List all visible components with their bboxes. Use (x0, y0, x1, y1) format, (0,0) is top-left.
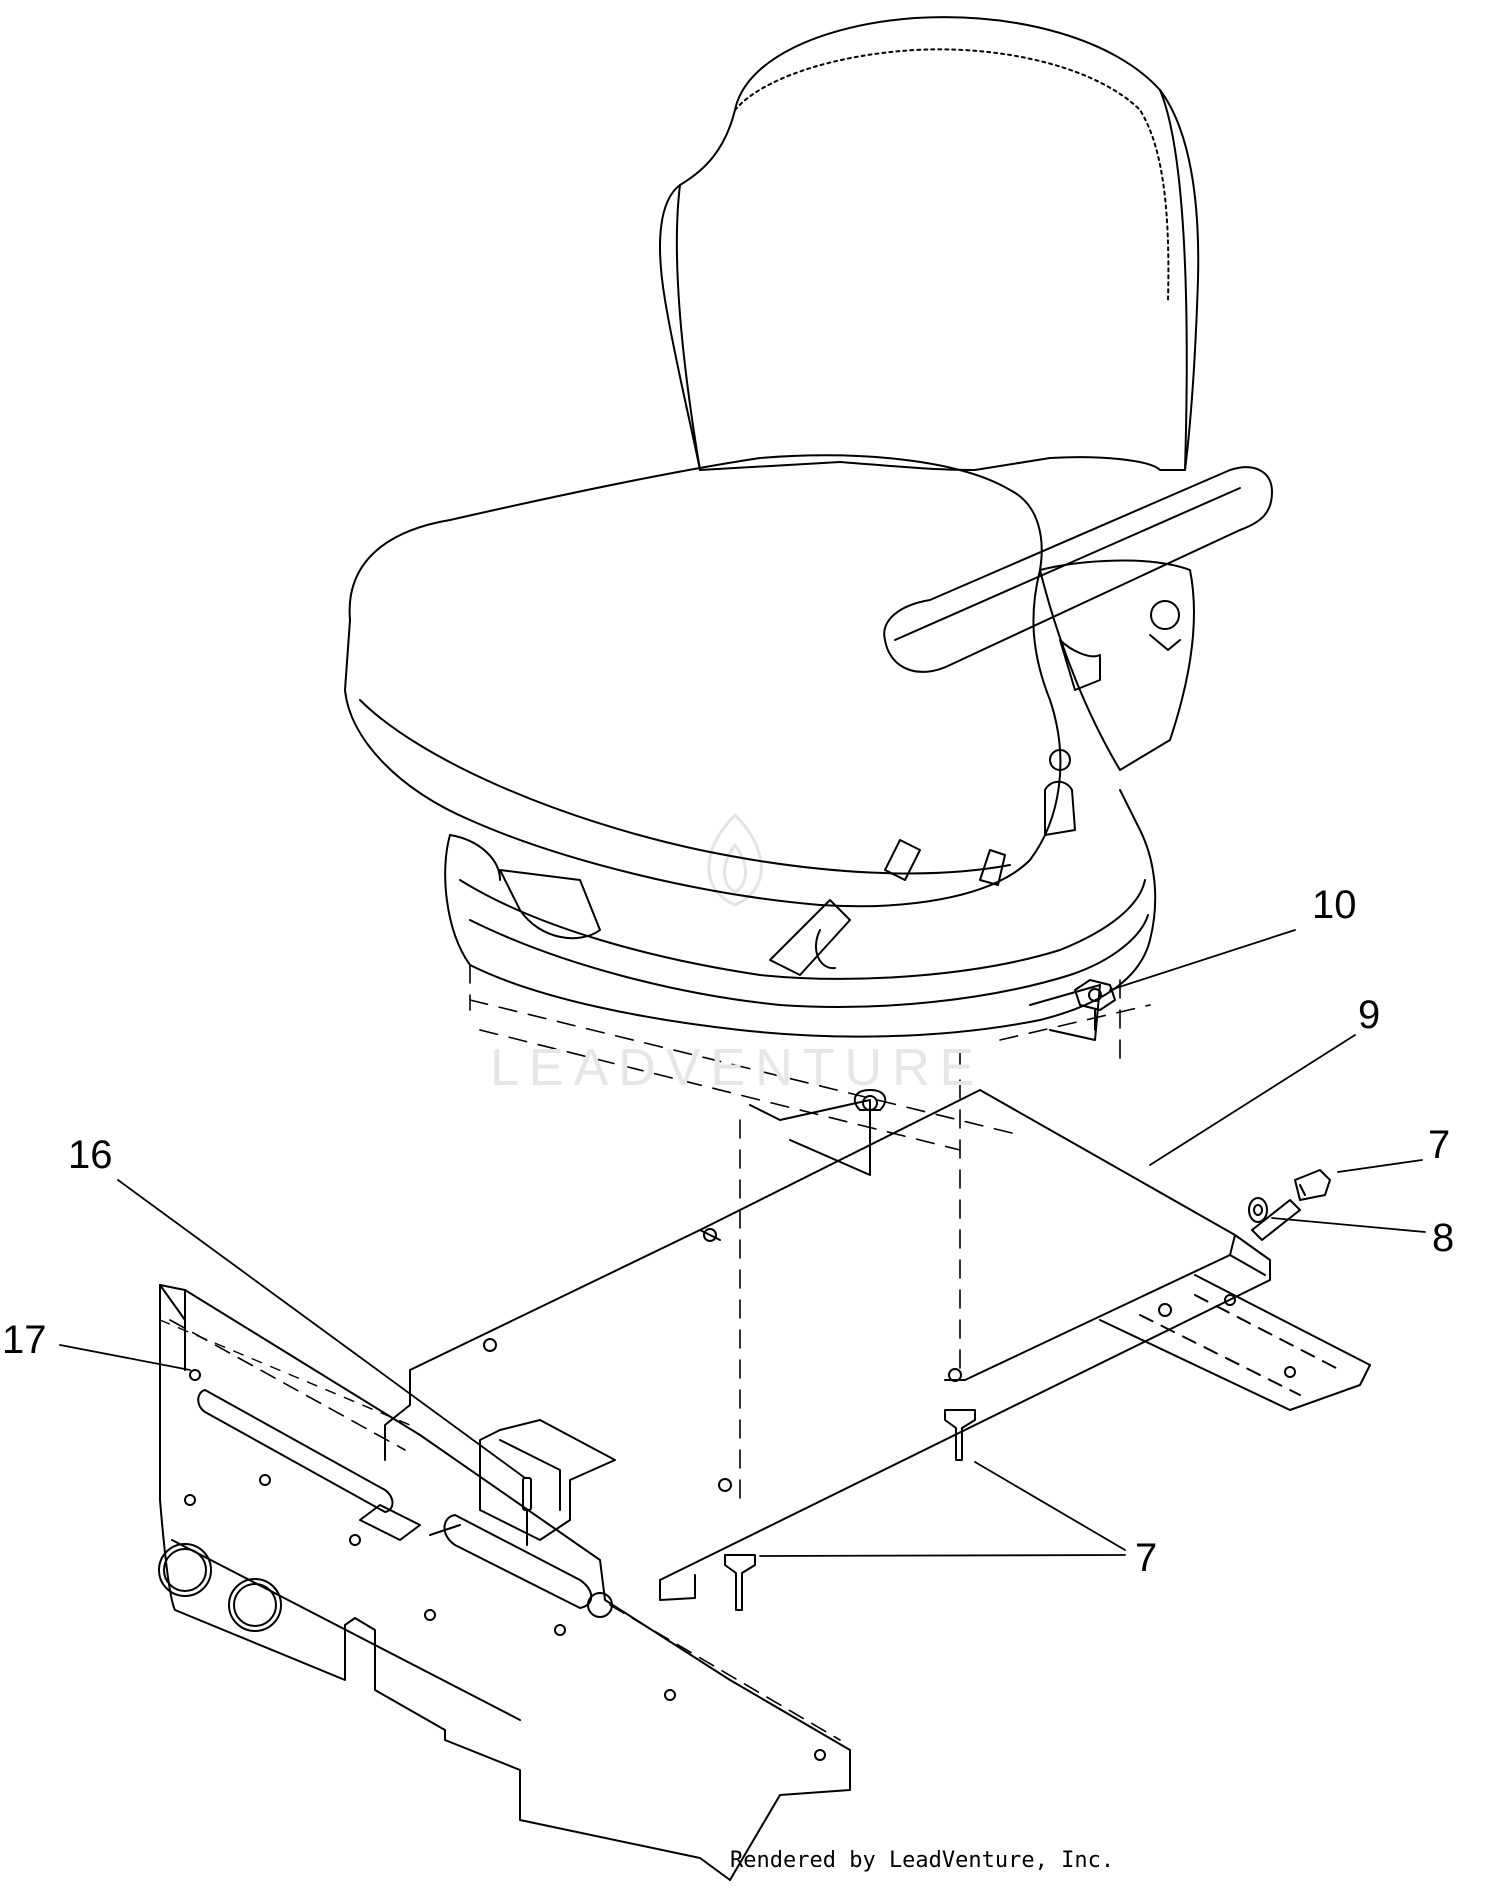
seat-assembly (345, 17, 1272, 1036)
seat-cushion (345, 455, 1060, 906)
callout-16: 16 (68, 1133, 113, 1177)
seat-armrest (884, 467, 1272, 672)
leader-16 (118, 1180, 525, 1478)
bolt-7-left (725, 1555, 755, 1610)
pin-16 (523, 1478, 531, 1545)
leader-7b-1 (975, 1462, 1125, 1550)
leader-lines (60, 930, 1425, 1556)
leader-10 (1110, 930, 1295, 990)
callout-10: 10 (1312, 883, 1357, 927)
leader-17 (60, 1345, 190, 1370)
bolt-7-right (945, 1410, 975, 1460)
mounting-plate (385, 1090, 1370, 1600)
callout-7-bottom: 7 (1135, 1536, 1158, 1580)
washer-8 (1249, 1198, 1267, 1222)
seat-backrest (660, 17, 1198, 470)
leader-7a (1338, 1160, 1422, 1172)
seat-brackets (750, 985, 1100, 1175)
nut-10 (1075, 980, 1115, 1030)
watermark-logo (709, 815, 762, 905)
render-credit: Rendered by LeadVenture, Inc. (730, 1848, 1115, 1873)
callout-17: 17 (2, 1318, 47, 1362)
callout-7-top: 7 (1428, 1123, 1451, 1167)
frame-panel (159, 1285, 850, 1880)
watermark-text: LEADVENTURE (490, 1039, 985, 1097)
leader-8 (1272, 1218, 1425, 1232)
leader-7b-2 (760, 1555, 1125, 1556)
callout-9: 9 (1358, 993, 1381, 1037)
hidden-lines (470, 965, 1150, 1510)
callout-8: 8 (1432, 1216, 1455, 1260)
bolt-7-top (1252, 1170, 1330, 1240)
leader-9 (1150, 1035, 1355, 1165)
